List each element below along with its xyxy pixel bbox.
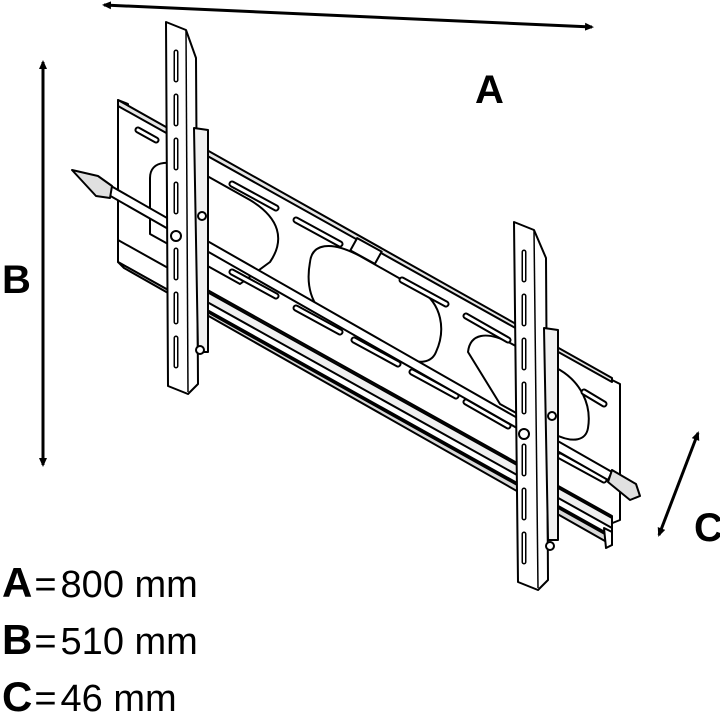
dimension-label-a: A xyxy=(475,68,504,112)
right-mounting-arm xyxy=(513,221,559,591)
dimension-label-b: B xyxy=(2,258,31,302)
dimension-arrow-a xyxy=(102,1,594,31)
legend-value: 800 mm xyxy=(60,564,198,606)
legend-value: 510 mm xyxy=(60,621,198,663)
legend-key: A xyxy=(2,559,33,606)
legend-equals: = xyxy=(34,678,57,720)
legend-equals: = xyxy=(34,621,57,663)
legend-equals: = xyxy=(34,564,57,606)
legend-key: B xyxy=(2,616,33,663)
dimension-arrow-c xyxy=(657,431,700,537)
dimension-label-c: C xyxy=(694,506,720,550)
legend-value: 46 mm xyxy=(60,678,177,720)
legend-key: C xyxy=(2,673,33,720)
legend-row-a: A=800 mm xyxy=(2,559,198,606)
left-mounting-arm xyxy=(165,21,209,395)
legend-row-c: C=46 mm xyxy=(2,673,177,720)
legend-row-b: B=510 mm xyxy=(2,616,198,663)
tension-rod xyxy=(71,169,641,501)
